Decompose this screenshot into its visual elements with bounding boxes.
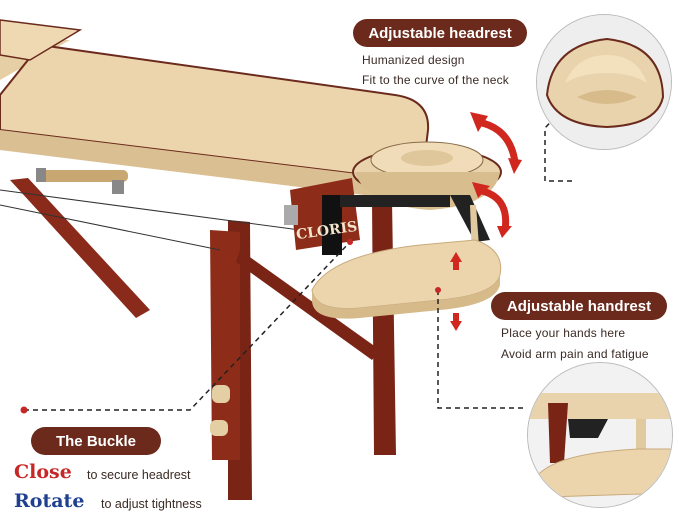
headrest-caption-2: Fit to the curve of the neck [362, 73, 510, 87]
close-word: Close [14, 461, 72, 483]
close-desc: to secure headrest [87, 468, 191, 482]
rotate-arrows [450, 112, 522, 331]
rotate-word: Rotate [14, 490, 85, 512]
handrest-caption-2: Avoid arm pain and fatigue [501, 347, 649, 361]
headrest-title-pill: Adjustable headrest [353, 19, 527, 47]
handrest-title-pill: Adjustable handrest [491, 292, 667, 320]
handrest-caption-1: Place your hands here [501, 326, 626, 340]
table-legs [0, 178, 396, 500]
buckle-title-pill: The Buckle [31, 427, 161, 455]
table-top [0, 19, 430, 199]
rotate-desc: to adjust tightness [101, 497, 202, 511]
headrest [340, 141, 502, 242]
headrest-detail-circle [536, 14, 672, 150]
headrest-caption-1: Humanized design [362, 53, 465, 67]
handrest-detail-circle [527, 362, 673, 508]
